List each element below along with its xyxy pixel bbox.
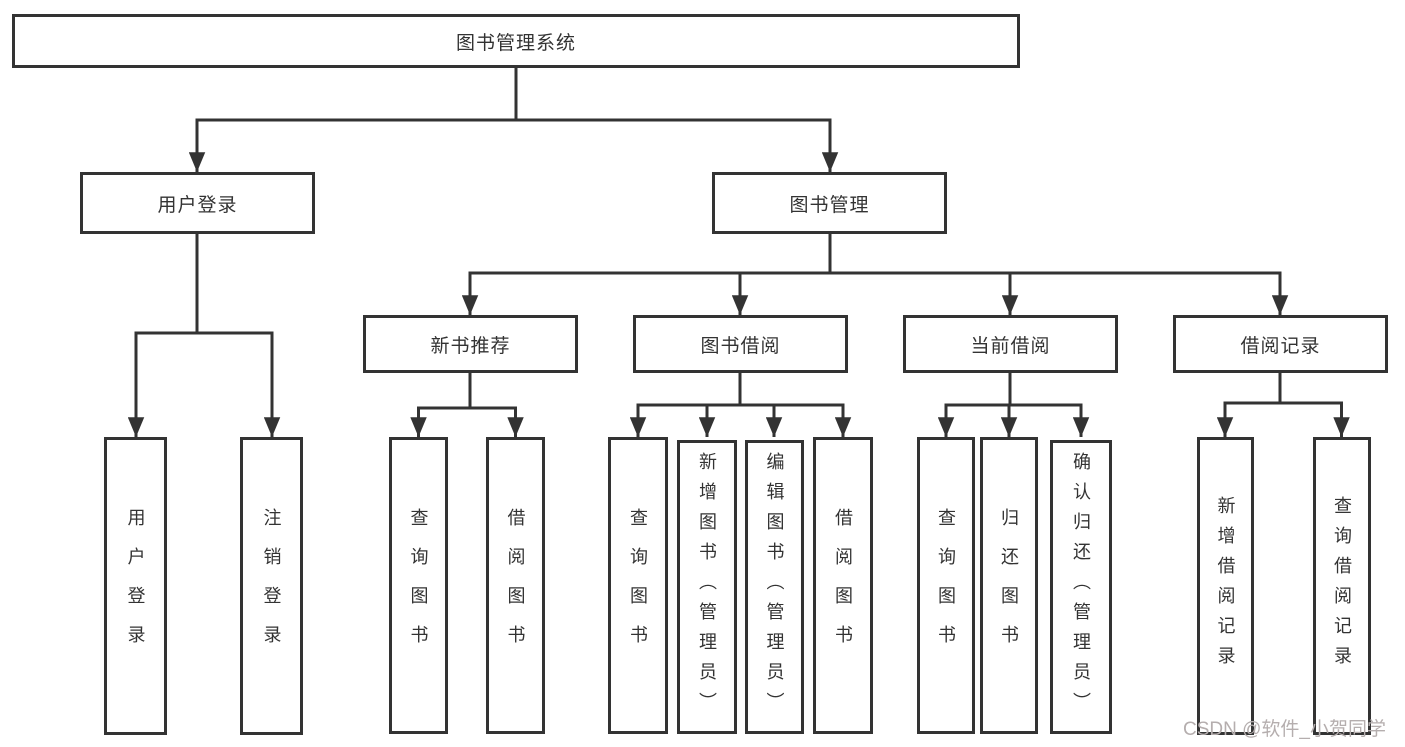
node-current-borrow-label: 当前借阅 — [970, 335, 1051, 357]
node-current-borrow: 当前借阅 — [903, 315, 1118, 373]
csdn-watermark: CSDN @软件_小贺同学 — [1183, 719, 1386, 740]
leaf-query-books-current: 查询图书 — [917, 437, 975, 734]
node-user-login-label: 用户登录 — [157, 194, 238, 216]
leaf-borrow-books-label: 借阅图书 — [833, 507, 853, 664]
leaf-add-borrow-record-label: 新增借阅记录 — [1215, 496, 1236, 676]
node-borrow-record: 借阅记录 — [1173, 315, 1388, 373]
leaf-add-books-admin-label: 新增图书（管理员） — [697, 452, 717, 722]
leaf-borrow-books: 借阅图书 — [813, 437, 873, 734]
leaf-edit-books-admin-label: 编辑图书（管理员） — [764, 452, 785, 722]
node-book-management-label: 图书管理 — [789, 194, 870, 216]
leaf-add-borrow-record: 新增借阅记录 — [1197, 437, 1254, 735]
leaf-user-login: 用户登录 — [104, 437, 167, 735]
leaf-query-books-recommend-label: 查询图书 — [408, 507, 429, 664]
leaf-add-books-admin: 新增图书（管理员） — [677, 440, 737, 734]
node-borrow-record-label: 借阅记录 — [1240, 335, 1321, 357]
connectors-new-book-recommend — [410, 373, 524, 438]
leaf-query-books-recommend: 查询图书 — [389, 437, 448, 734]
node-book-borrow-label: 图书借阅 — [700, 335, 781, 357]
connectors-borrow-record — [1216, 373, 1350, 438]
node-root: 图书管理系统 — [12, 14, 1020, 68]
leaf-return-books-label: 归还图书 — [999, 507, 1019, 664]
leaf-logout-label: 注销登录 — [261, 508, 282, 664]
leaf-query-books-current-label: 查询图书 — [936, 507, 956, 664]
leaf-return-books: 归还图书 — [980, 437, 1038, 734]
leaf-borrow-books-recommend-label: 借阅图书 — [505, 507, 526, 664]
node-book-borrow: 图书借阅 — [633, 315, 848, 373]
leaf-user-login-label: 用户登录 — [125, 508, 146, 664]
node-book-management: 图书管理 — [712, 172, 947, 234]
connectors-user-login — [127, 234, 281, 438]
node-new-book-recommend-label: 新书推荐 — [430, 335, 511, 357]
leaf-query-books-borrow: 查询图书 — [608, 437, 668, 734]
leaf-edit-books-admin: 编辑图书（管理员） — [745, 440, 804, 734]
connectors-root — [188, 68, 839, 172]
leaf-confirm-return-admin-label: 确认归还（管理员） — [1071, 452, 1091, 722]
leaf-query-borrow-record: 查询借阅记录 — [1313, 437, 1371, 735]
leaf-logout: 注销登录 — [240, 437, 303, 735]
node-root-label: 图书管理系统 — [455, 32, 576, 54]
connectors-current-borrow — [937, 373, 1090, 438]
leaf-confirm-return-admin: 确认归还（管理员） — [1050, 440, 1112, 734]
node-user-login: 用户登录 — [80, 172, 315, 234]
connectors-book-management — [461, 234, 1289, 316]
leaf-query-books-borrow-label: 查询图书 — [628, 507, 648, 664]
leaf-query-borrow-record-label: 查询借阅记录 — [1332, 496, 1352, 676]
node-new-book-recommend: 新书推荐 — [363, 315, 578, 373]
leaf-borrow-books-recommend: 借阅图书 — [486, 437, 545, 734]
connectors-book-borrow — [629, 373, 852, 438]
